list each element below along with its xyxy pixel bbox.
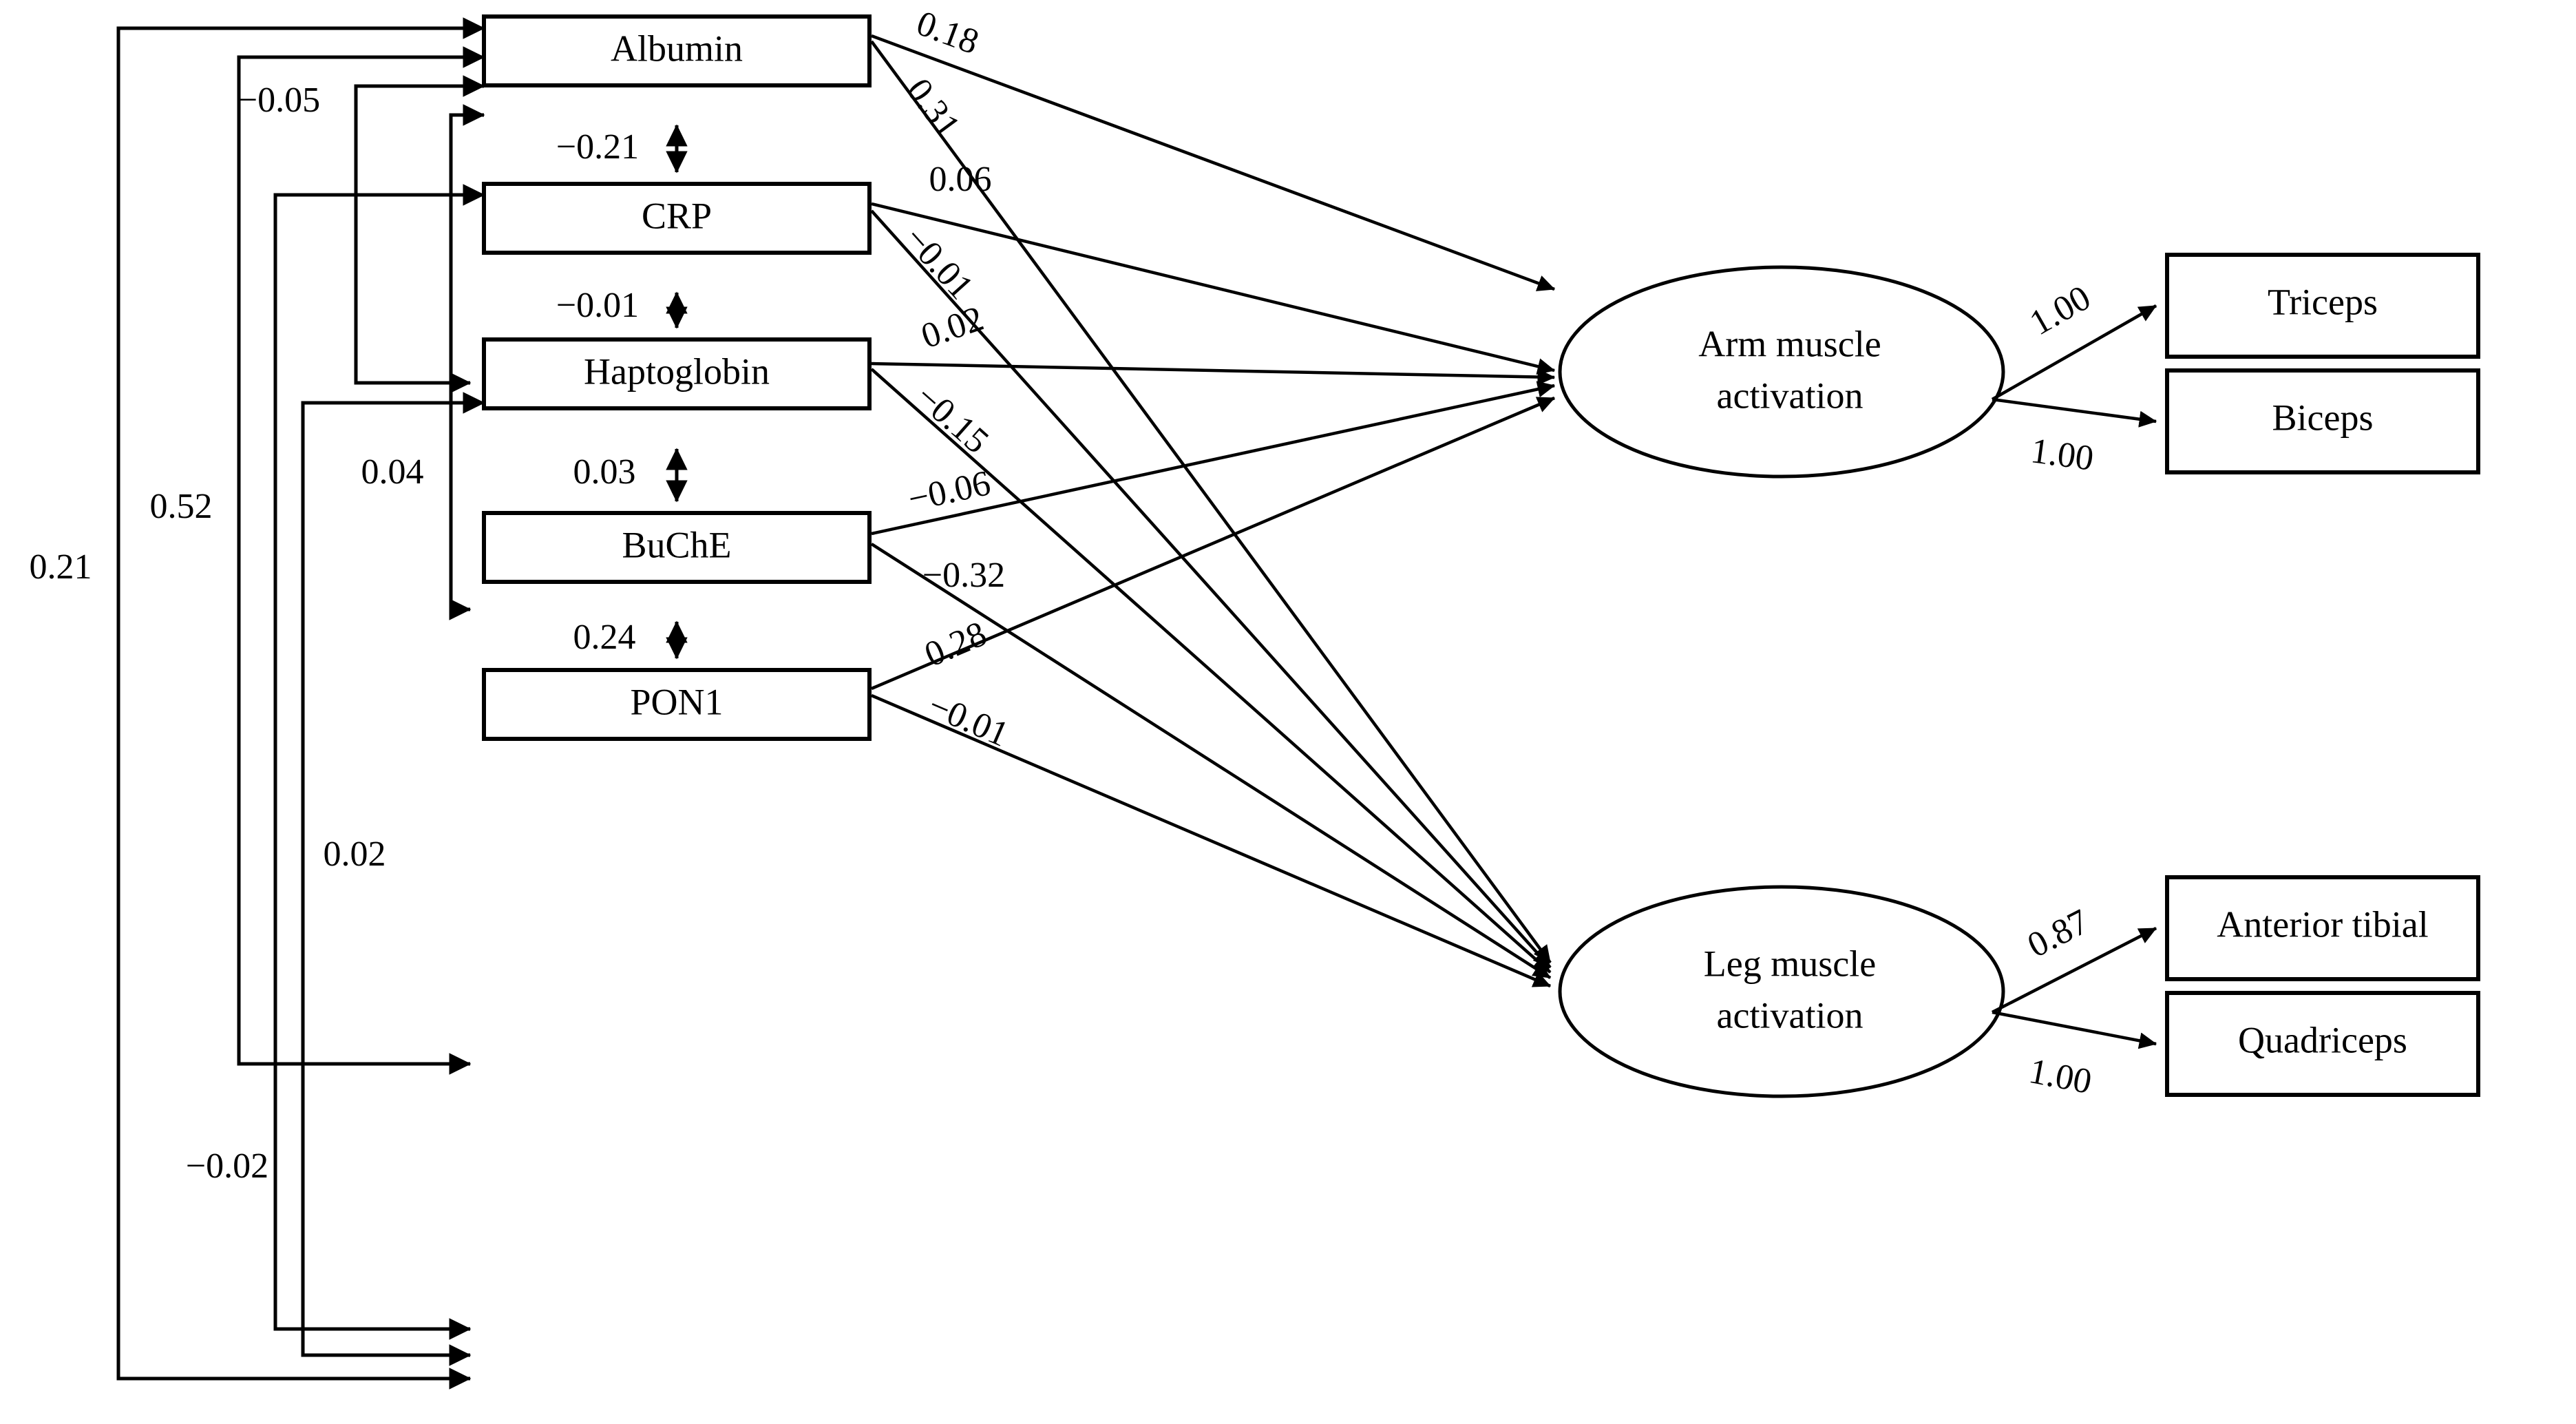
path-label-pon-leg: −0.01 <box>922 686 1014 755</box>
path-arm-triceps <box>1991 304 2157 401</box>
box-label-haptoglobin: Haptoglobin <box>584 350 770 392</box>
ellipse-arm-muscle-activation[interactable]: Arm muscle activation <box>1558 265 2005 479</box>
covariance-haptoglobin-buche-vertical: 0.03 <box>573 448 688 503</box>
path-label-hap-arm: 0.02 <box>916 299 989 357</box>
loading-label-leg-quadriceps: 1.00 <box>2026 1051 2095 1102</box>
ellipse-label-leg-line1: Leg muscle <box>1704 943 1876 984</box>
box-label-quadriceps: Quadriceps <box>2238 1019 2407 1060</box>
path-albumin-arm <box>871 34 1556 291</box>
covariance-crp-pon1: 0.02 <box>273 184 485 1340</box>
path-pon1-arm <box>871 396 1556 691</box>
covariance-albumin-buche: 0.52 <box>150 46 485 1075</box>
path-label-pon-arm: 0.28 <box>919 614 992 675</box>
path-haptoglobin-arm <box>871 362 1556 386</box>
loading-label-arm-triceps: 1.00 <box>2023 278 2097 344</box>
ellipse-label-leg-line2: activation <box>1717 994 1864 1036</box>
box-buche[interactable]: BuChE <box>482 511 872 584</box>
path-albumin-leg <box>870 40 1552 964</box>
vcov-label-alb-crp: −0.21 <box>556 127 639 167</box>
path-label-crp-arm: 0.06 <box>929 160 992 199</box>
cov-label-m0-02: −0.02 <box>186 1146 268 1186</box>
box-haptoglobin[interactable]: Haptoglobin <box>482 337 872 410</box>
covariance-albumin-crp: −0.05 <box>237 75 485 394</box>
vcov-label-buc-pon: 0.24 <box>573 618 636 657</box>
cov-label-0-02: 0.02 <box>324 835 386 874</box>
box-pon1[interactable]: PON1 <box>482 668 872 741</box>
box-albumin[interactable]: Albumin <box>482 14 872 87</box>
path-label-crp-leg: −0.01 <box>896 219 981 307</box>
box-label-biceps: Biceps <box>2272 397 2374 438</box>
box-label-triceps: Triceps <box>2268 281 2378 322</box>
ellipse-leg-muscle-activation[interactable]: Leg muscle activation <box>1558 885 2005 1098</box>
covariance-buche-pon1-vertical: 0.24 <box>573 618 688 660</box>
covariance-haptoglobin-pon1: −0.02 <box>186 392 485 1366</box>
box-label-anterior-tibial: Anterior tibial <box>2217 903 2428 945</box>
ellipse-label-arm-line1: Arm muscle <box>1698 323 1881 364</box>
vcov-label-hap-buc: 0.03 <box>573 452 636 492</box>
ellipse-label-arm-line2: activation <box>1717 375 1864 416</box>
vcov-label-crp-hap: −0.01 <box>556 286 639 325</box>
path-pon1-leg <box>871 693 1552 988</box>
path-label-hap-leg: −0.15 <box>908 377 996 461</box>
cov-label-0-21: 0.21 <box>30 547 92 587</box>
box-label-buche: BuChE <box>622 524 731 565</box>
box-label-albumin: Albumin <box>611 28 743 69</box>
path-leg-anterior <box>1991 926 2157 1014</box>
box-biceps[interactable]: Biceps <box>2165 368 2480 474</box>
path-label-alb-leg: 0.31 <box>899 72 968 145</box>
path-crp-leg <box>870 209 1552 969</box>
loading-label-leg-anterior: 0.87 <box>2021 902 2095 965</box>
path-buche-arm <box>871 381 1556 536</box>
path-crp-arm <box>871 202 1556 375</box>
box-label-pon1: PON1 <box>630 681 723 722</box>
box-label-crp: CRP <box>642 195 712 236</box>
covariance-crp-haptoglobin-vertical: −0.01 <box>556 286 688 329</box>
path-arm-biceps <box>1992 397 2157 428</box>
covariance-0-04: 0.04 <box>361 104 485 620</box>
box-quadriceps[interactable]: Quadriceps <box>2165 991 2480 1097</box>
loading-label-arm-biceps: 1.00 <box>2029 431 2096 479</box>
box-triceps[interactable]: Triceps <box>2165 253 2480 359</box>
covariance-albumin-haptoglobin <box>350 36 484 662</box>
box-anterior-tibial[interactable]: Anterior tibial <box>2165 875 2480 981</box>
cov-label-0-04: 0.04 <box>361 452 424 492</box>
path-leg-quadriceps <box>1992 1010 2157 1049</box>
covariance-albumin-pon1: 0.21 <box>30 17 485 1390</box>
cov-label-m0-05: −0.05 <box>237 81 320 120</box>
box-crp[interactable]: CRP <box>482 182 872 255</box>
path-buche-leg <box>870 543 1552 979</box>
path-label-buc-leg: −0.32 <box>922 556 1005 595</box>
covariance-albumin-crp-vertical: −0.21 <box>556 124 688 174</box>
cov-label-0-52: 0.52 <box>150 487 213 526</box>
path-haptoglobin-leg <box>870 368 1552 974</box>
